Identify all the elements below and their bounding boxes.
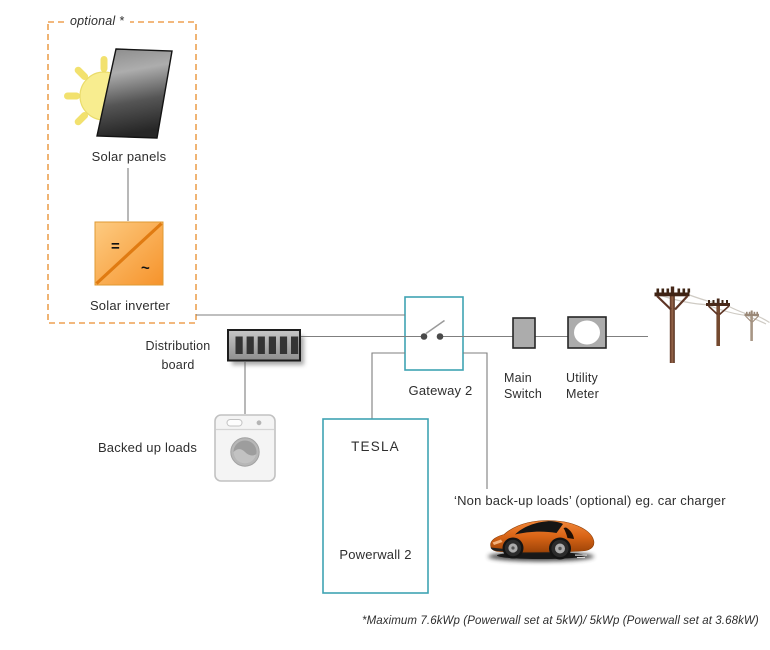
distribution-board-label: Distribution board <box>145 339 211 372</box>
dc-symbol: = <box>111 238 120 255</box>
solar-inverter-icon: = ~ <box>94 221 164 286</box>
main-switch-icon <box>512 317 536 349</box>
switch-icon <box>420 319 445 340</box>
backed-up-loads-label: Backed up loads <box>97 440 198 455</box>
non-backup-loads-label: ‘Non back-up loads’ (optional) eg. car c… <box>454 493 726 508</box>
powerwall-box <box>322 418 429 594</box>
distribution-board-icon <box>227 329 304 365</box>
gateway-box <box>404 296 464 371</box>
gateway-label: Gateway 2 <box>408 383 473 398</box>
wire-gateway-nonbackup <box>463 352 488 489</box>
utility-meter-icon <box>567 316 607 349</box>
utility-meter-label: Utility Meter <box>566 371 599 401</box>
wires <box>196 314 648 489</box>
footnote-label: *Maximum 7.6kWp (Powerwall set at 5kW)/ … <box>362 615 759 627</box>
washing-machine-icon <box>214 414 276 482</box>
tesla-brand-label: TESLA <box>351 439 400 454</box>
main-switch-label: Main Switch <box>504 371 543 401</box>
wire-gateway-powerwall <box>371 352 405 419</box>
solar-panels-label: Solar panels <box>91 149 167 164</box>
sports-car-image <box>488 520 595 562</box>
solar-inverter-label: Solar inverter <box>89 298 171 313</box>
optional-label: optional * <box>64 13 131 29</box>
powerwall-label: Powerwall 2 <box>339 547 412 562</box>
ac-symbol: ~ <box>141 260 150 277</box>
solar-panel-icon <box>96 48 173 139</box>
power-lines-icon <box>654 286 770 363</box>
